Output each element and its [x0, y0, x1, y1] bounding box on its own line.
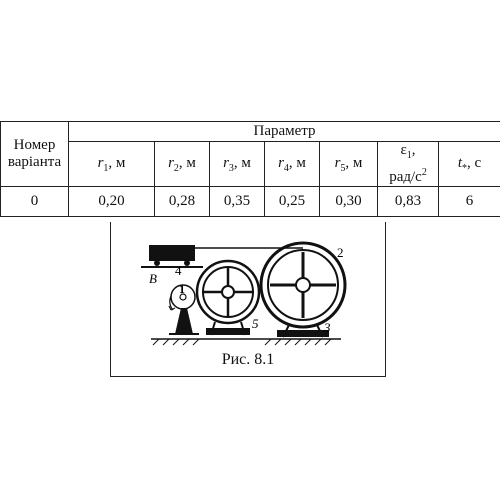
label-5: 5	[252, 316, 259, 331]
wheel4-support	[206, 328, 250, 335]
variant-value: 0	[0, 186, 69, 217]
wheel-2	[259, 241, 347, 329]
parameters-table: Номер варіанта Параметр r1, м r2, м r3, …	[0, 121, 500, 217]
label-1: 1	[179, 282, 185, 296]
figure-caption: Рис. 8.1	[221, 351, 275, 368]
wheel-4	[195, 259, 261, 325]
value-eps1: 0,83	[377, 186, 439, 217]
col-eps1-header: ε1,рад/с2	[377, 141, 439, 187]
value-r5: 0,30	[319, 186, 378, 217]
label-4: 4	[175, 263, 182, 278]
value-r4: 0,25	[264, 186, 320, 217]
col-r5-header: r5, м	[319, 141, 378, 187]
parameter-header: Параметр	[67, 121, 500, 142]
col-t-header: t*, с	[437, 141, 500, 187]
value-r3: 0,35	[209, 186, 265, 217]
label-2: 2	[337, 245, 344, 260]
figure-frame: B 4 5 2 3	[110, 222, 386, 377]
body-1	[168, 284, 199, 335]
value-r2: 0,28	[154, 186, 210, 217]
wheel2-support	[277, 330, 329, 337]
col-r3-header: r3, м	[209, 141, 265, 187]
mechanism-drawing: B 4 5 2 3	[141, 241, 347, 346]
value-t: 6	[437, 186, 500, 217]
col-r1-header: r1, м	[68, 141, 155, 187]
variant-number-header: Номер варіанта	[0, 121, 69, 187]
block-b	[149, 245, 195, 261]
value-r1: 0,20	[68, 186, 155, 217]
label-3: 3	[323, 320, 331, 335]
col-r4-header: r4, м	[264, 141, 320, 187]
col-r2-header: r2, м	[154, 141, 210, 187]
label-b: B	[149, 271, 157, 286]
